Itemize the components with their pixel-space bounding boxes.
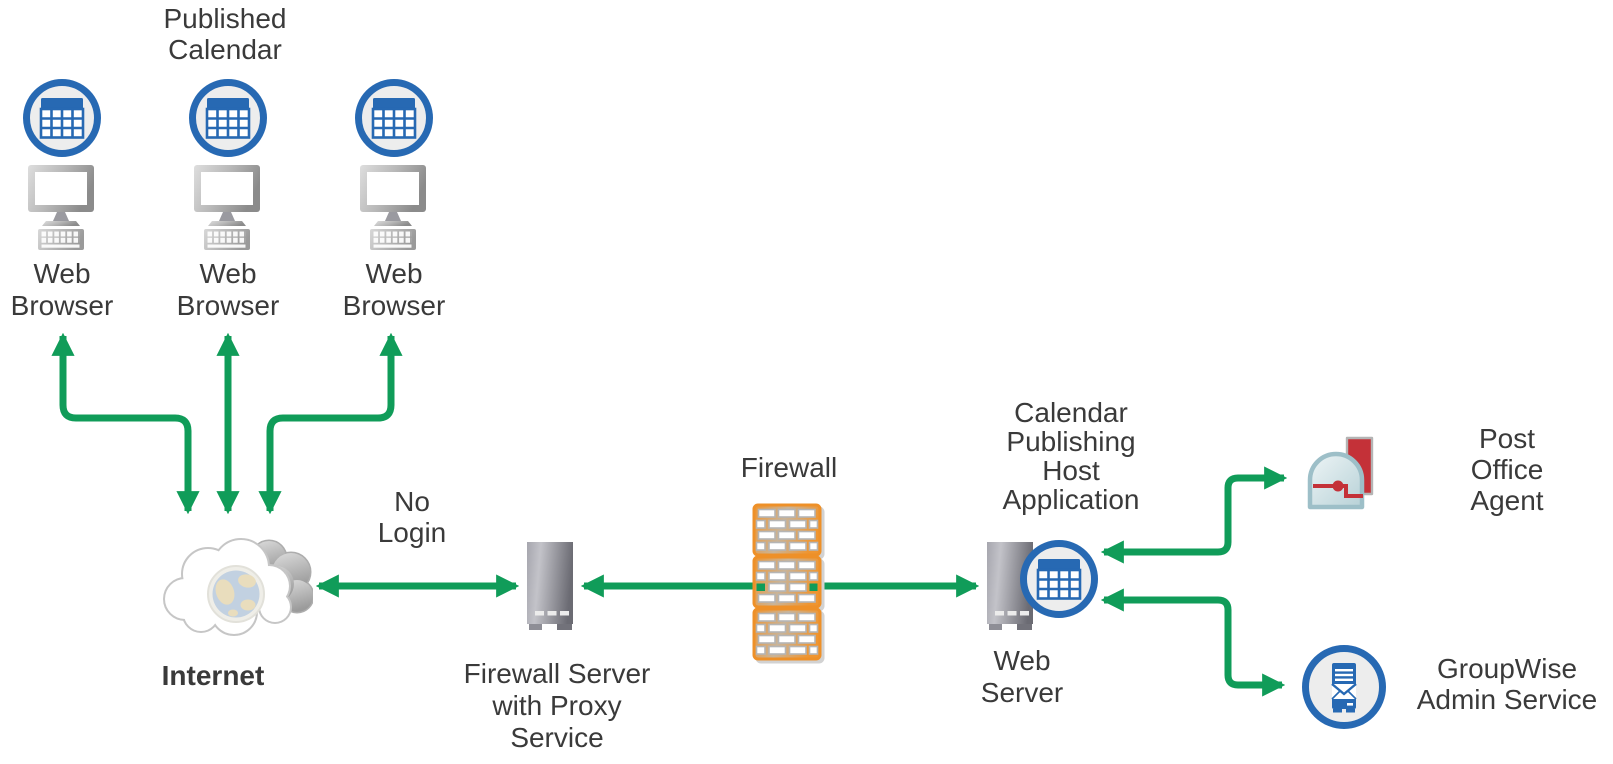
published-calendar-icon [189,79,267,157]
firewall-server-label: Firewall Server with Proxy Service [463,658,651,753]
published-calendar-label: Published Calendar [163,3,287,65]
web-browser-label: Web Browser [10,258,114,321]
computer-icon [190,164,266,252]
cloud-globe-icon [163,538,313,636]
web-browser-label: Web Browser [176,258,280,321]
groupwise-admin-service-label: GroupWise Admin Service [1416,653,1598,715]
computer-icon [24,164,100,252]
internet-label: Internet [161,660,265,691]
arrow-browser3-internet [258,332,403,515]
published-calendar-icon [23,79,101,157]
arrow-browser1-internet [51,332,200,515]
calendar-badge-icon [1020,540,1098,618]
admin-server-icon [1302,645,1386,729]
arrow-web-server-post-office-agent [1100,466,1288,564]
brick-wall-icon [752,503,822,661]
mailbox-icon [1307,436,1374,510]
published-calendar-icon [355,79,433,157]
computer-icon [356,164,432,252]
web-server-label: Web Server [980,645,1064,708]
web-browser-label: Web Browser [342,258,446,321]
firewall-server-icon [527,542,573,630]
post-office-agent-label: Post Office Agent [1470,423,1544,516]
firewall-label: Firewall [740,452,838,483]
arrow-web-server-admin-service [1100,588,1286,697]
